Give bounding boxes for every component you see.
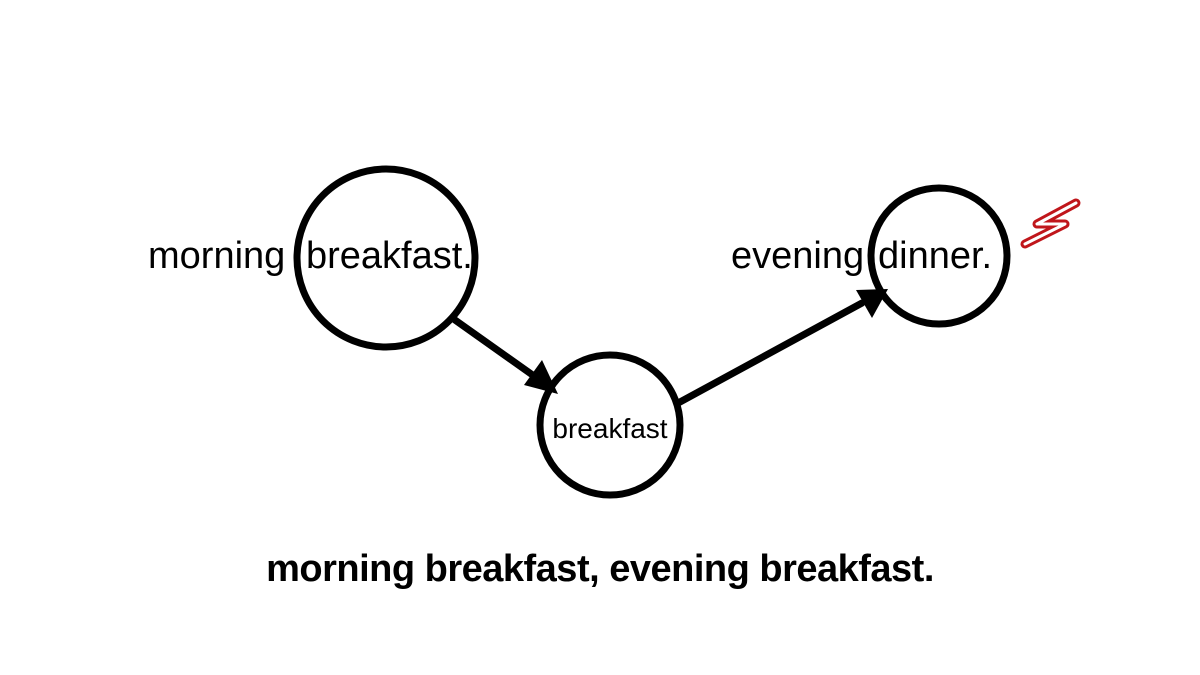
node-label-right: breakfast.	[306, 235, 473, 277]
node-label: breakfast	[552, 413, 667, 444]
node-circle	[536, 351, 684, 499]
edge-morning-to-breakfast	[451, 316, 558, 394]
lightning-bolt-icon	[1020, 198, 1081, 249]
node-label-right: dinner.	[878, 235, 992, 277]
node-circle	[293, 165, 479, 351]
node-breakfast: breakfast	[536, 351, 684, 499]
node-evening-dinner: evening dinner.	[731, 184, 1011, 328]
node-label-left: morning	[148, 235, 285, 277]
caption: morning breakfast, evening breakfast.	[266, 548, 934, 590]
node-morning-breakfast: morning breakfast.	[148, 165, 479, 351]
edge-breakfast-to-evening	[676, 289, 888, 406]
node-label-left: evening	[731, 235, 864, 277]
node-circle	[867, 184, 1011, 328]
